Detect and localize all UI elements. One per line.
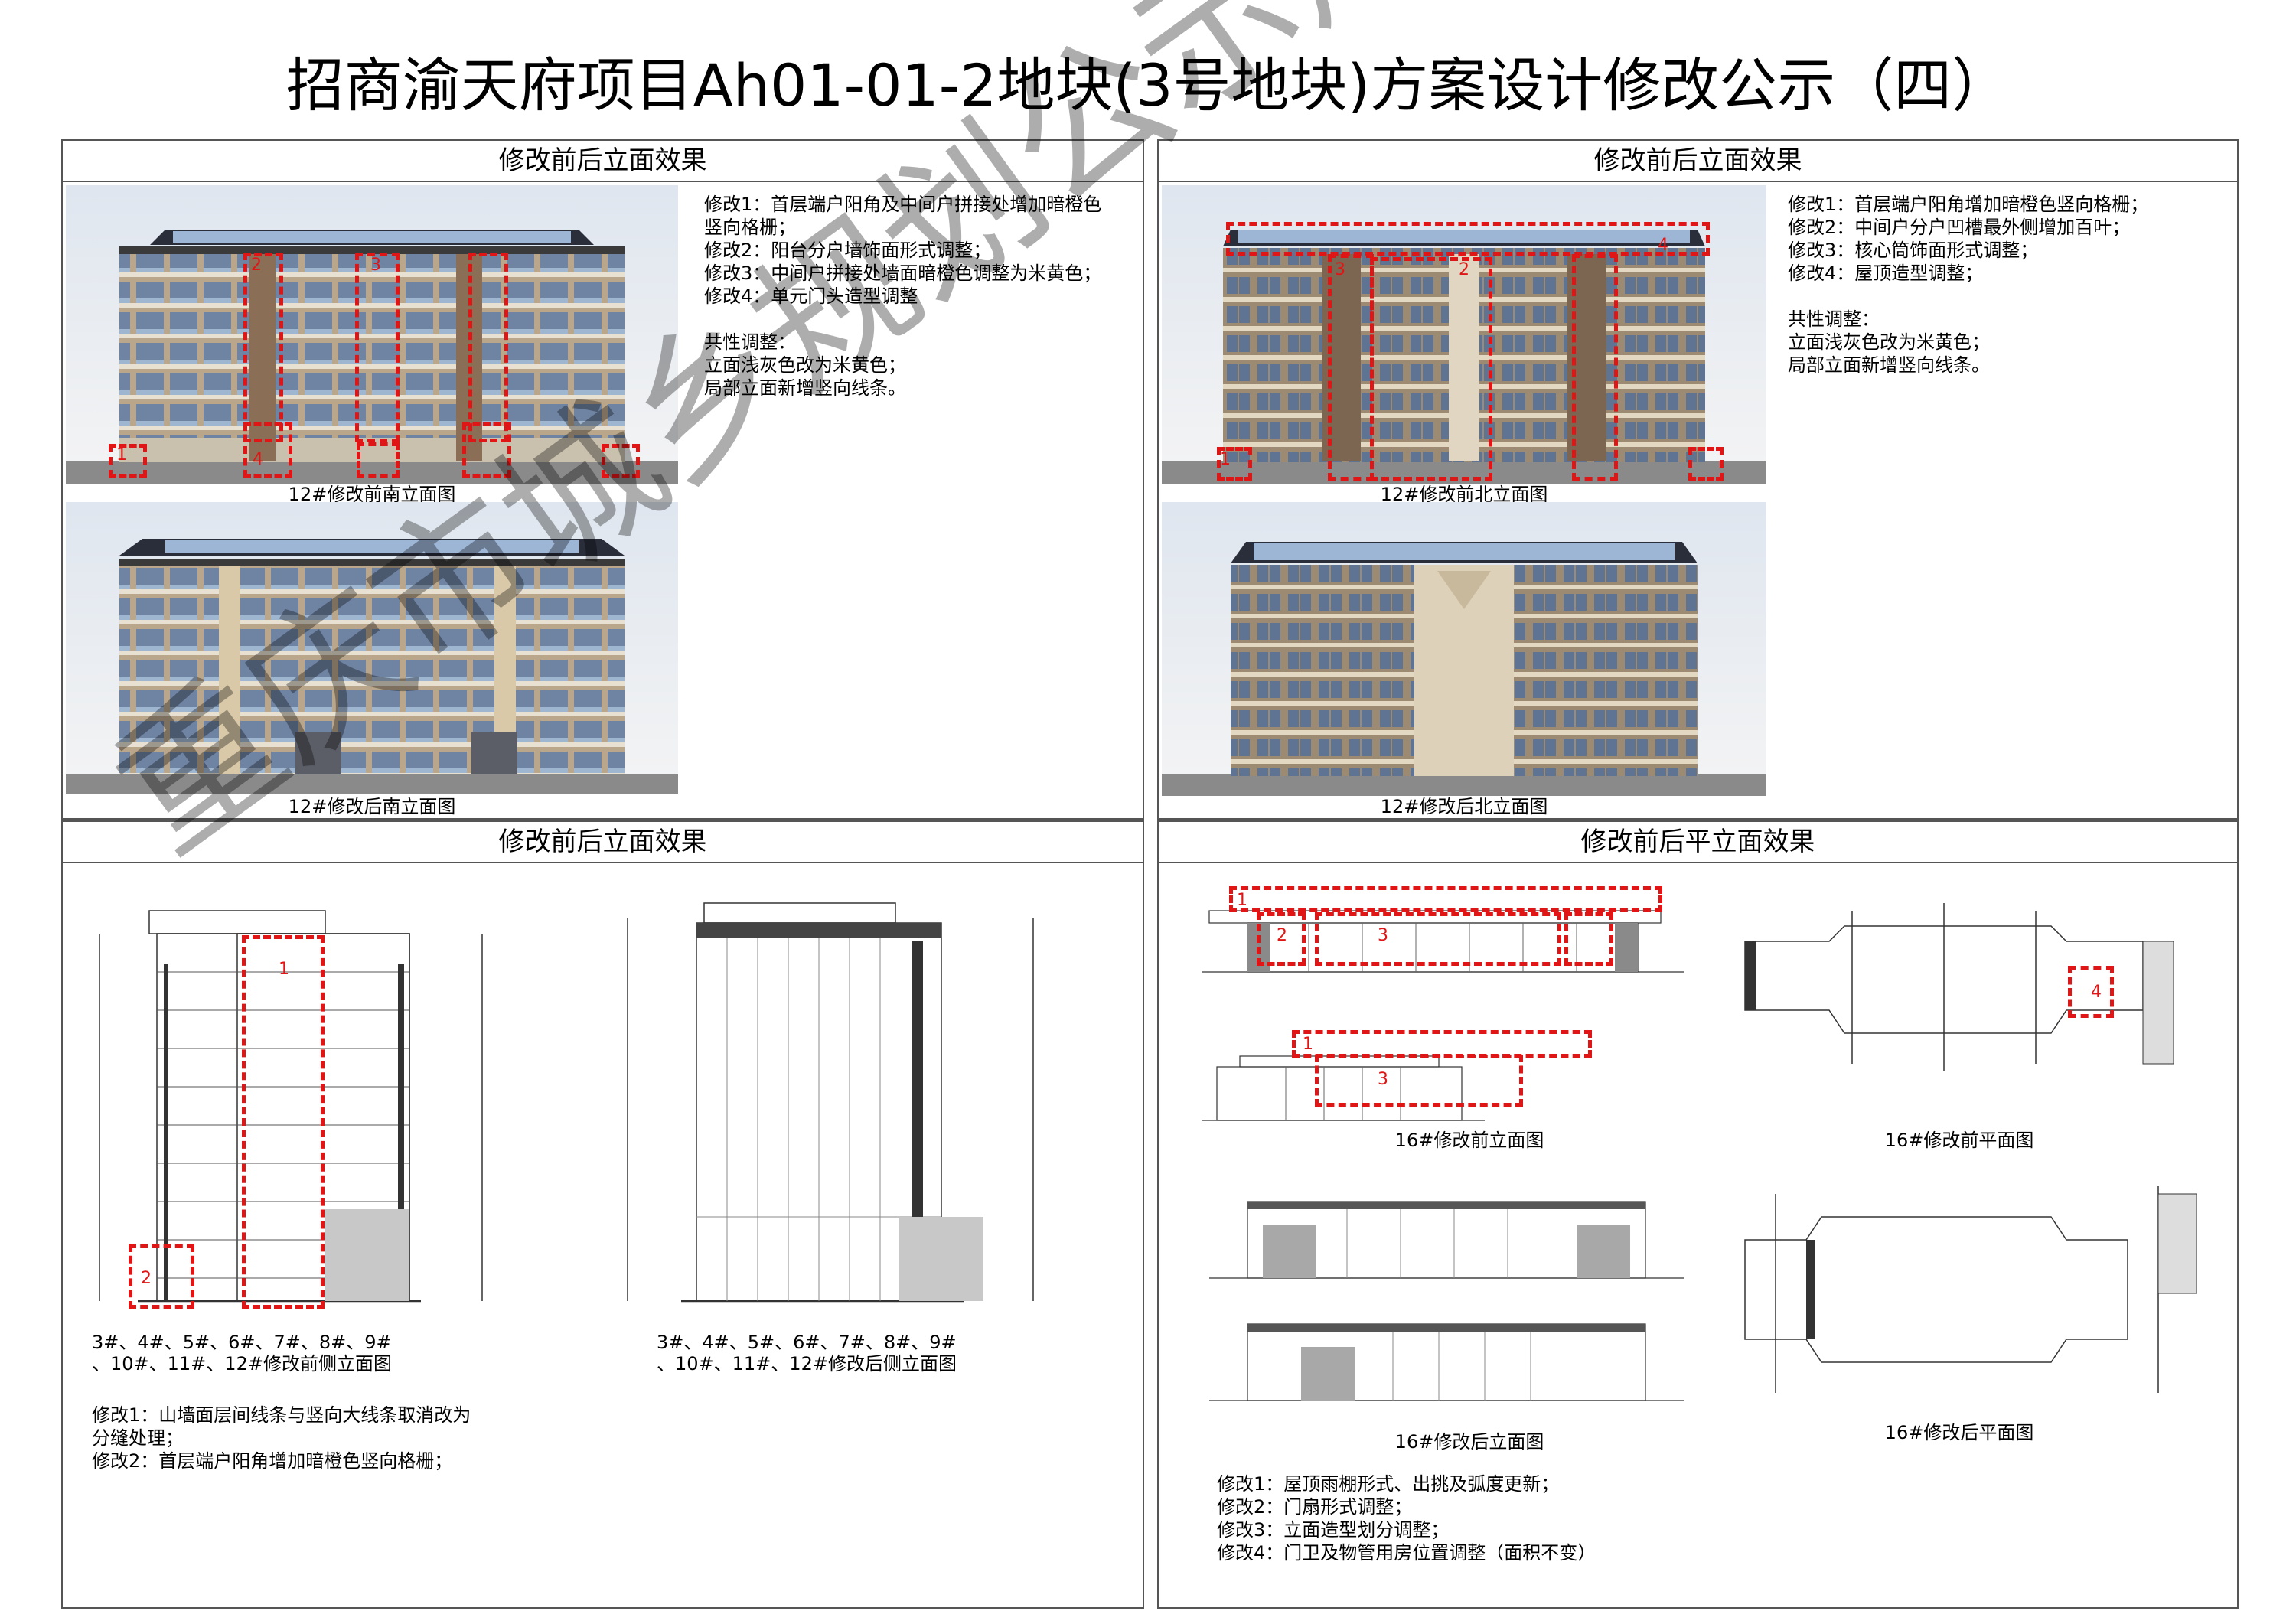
- marker-label: 2: [141, 1269, 152, 1288]
- marker-label: 4: [253, 450, 263, 469]
- side-elevation-before-drawing: [84, 888, 520, 1316]
- caption-side-before: 3#、4#、5#、6#、7#、8#、9# 、10#、11#、12#修改前侧立面图: [92, 1332, 392, 1375]
- caption-gate-plan-before: 16#修改前平面图: [1884, 1130, 2034, 1151]
- marker-box-1: [1688, 447, 1724, 481]
- marker-label: 1: [116, 445, 127, 465]
- caption-gate-plan-after: 16#修改后平面图: [1884, 1422, 2034, 1443]
- marker-label: 3: [370, 256, 381, 275]
- marker-box-4: [462, 422, 511, 478]
- side-elevation-after-drawing: [612, 888, 1071, 1316]
- notes-north: 修改1：首层端户阳角增加暗橙色竖向格栅； 修改2：中间户分户凹槽最外侧增加百叶；…: [1788, 194, 2149, 376]
- marker-label: 4: [1658, 236, 1668, 255]
- panel-north-elevation: 修改前后立面效果: [1157, 139, 2239, 820]
- marker-label: 2: [1277, 926, 1287, 945]
- marker-box-3: [1572, 254, 1618, 481]
- caption-north-before: 12#修改前北立面图: [1380, 484, 1548, 505]
- marker-box-3: [355, 253, 400, 442]
- marker-box-2: [1564, 912, 1613, 966]
- marker-box-1: [242, 935, 325, 1309]
- caption-gate-elev-before: 16#修改前立面图: [1394, 1130, 1544, 1151]
- marker-label: 2: [1459, 260, 1469, 279]
- marker-box-1: [602, 444, 640, 478]
- marker-box-1: [1217, 447, 1252, 481]
- marker-box-3: [1315, 1055, 1523, 1107]
- south-elevation-before-image: [66, 185, 678, 484]
- gate-elevation-after-drawing: [1194, 1156, 1699, 1423]
- marker-label: 1: [279, 960, 289, 979]
- marker-label: 1: [1220, 450, 1231, 469]
- panel-heading: 修改前后立面效果: [1159, 141, 2237, 182]
- caption-side-after: 3#、4#、5#、6#、7#、8#、9# 、10#、11#、12#修改后侧立面图: [657, 1332, 957, 1375]
- marker-box-2: [243, 253, 283, 442]
- panel-side-elevation: 修改前后立面效果: [61, 820, 1144, 1609]
- marker-box-3: [1328, 254, 1374, 481]
- panel-south-elevation: 修改前后立面效果: [61, 139, 1144, 820]
- marker-label: 1: [1303, 1035, 1313, 1054]
- north-elevation-after-image: [1162, 502, 1766, 796]
- panel-heading: 修改前后立面效果: [63, 141, 1143, 182]
- south-elevation-after-image: [66, 502, 678, 794]
- panel-heading: 修改前后平立面效果: [1159, 822, 2237, 863]
- marker-box-2: [468, 253, 508, 442]
- caption-gate-elev-after: 16#修改后立面图: [1394, 1431, 1544, 1453]
- panel-gate-building: 修改前后平立面效果: [1157, 820, 2239, 1609]
- notes-side: 修改1：山墙面层间线条与竖向大线条取消改为 分缝处理； 修改2：首层端户阳角增加…: [92, 1404, 471, 1472]
- marker-label: 1: [1237, 891, 1247, 910]
- marker-box-2: [1257, 912, 1306, 966]
- marker-box-4: [1226, 222, 1710, 256]
- page-title: 招商渝天府项目Ah01-01-2地块(3号地块)方案设计修改公示（四）: [285, 51, 2011, 119]
- marker-box-4: [243, 422, 292, 478]
- marker-box-2: [129, 1244, 194, 1309]
- marker-label: 4: [2091, 983, 2102, 1002]
- marker-label: 3: [1378, 1070, 1388, 1089]
- caption-south-before: 12#修改前南立面图: [288, 484, 456, 505]
- caption-south-after: 12#修改后南立面图: [288, 796, 456, 817]
- marker-box-4: [2068, 966, 2114, 1018]
- marker-box-3: [357, 442, 400, 478]
- marker-label: 3: [1378, 926, 1388, 945]
- caption-north-after: 12#修改后北立面图: [1380, 796, 1548, 817]
- gate-plan-after-drawing: [1730, 1163, 2219, 1416]
- marker-box-1: [1229, 886, 1662, 912]
- marker-label: 2: [251, 256, 262, 275]
- marker-box-3: [1315, 912, 1561, 966]
- notes-south: 修改1：首层端户阳角及中间户拼接处增加暗橙色 竖向格栅； 修改2：阳台分户墙饰面…: [704, 194, 1102, 399]
- panel-heading: 修改前后立面效果: [63, 822, 1143, 863]
- north-elevation-before-image: [1162, 185, 1766, 484]
- marker-box-1: [109, 444, 147, 478]
- marker-box-1: [1292, 1030, 1592, 1058]
- marker-label: 3: [1335, 260, 1345, 279]
- marker-box-2: [1370, 257, 1492, 481]
- notes-gate: 修改1：屋顶雨棚形式、出挑及弧度更新； 修改2：门扇形式调整； 修改3：立面造型…: [1217, 1473, 1596, 1564]
- gate-plan-before-drawing: [1730, 888, 2219, 1117]
